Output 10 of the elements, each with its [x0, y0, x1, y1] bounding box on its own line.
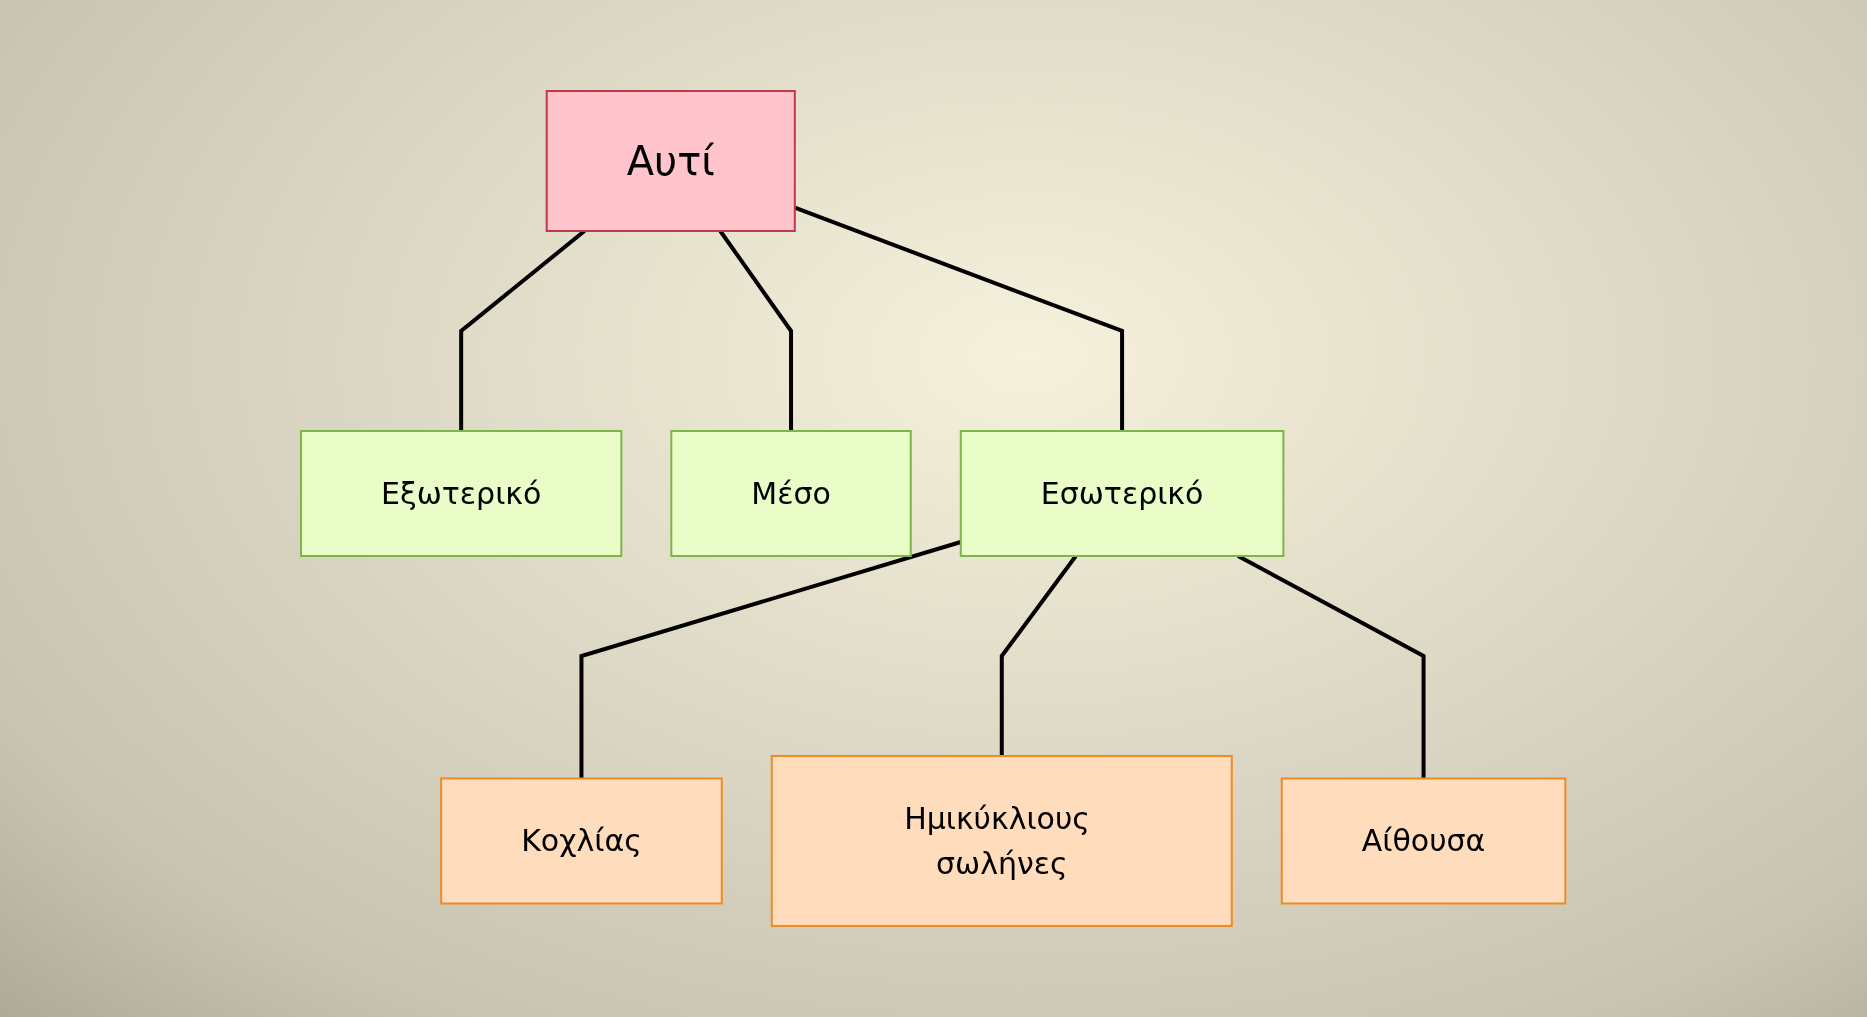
connector [579, 540, 962, 779]
node-box: Κοχλίας [440, 777, 724, 905]
node-box: Αυτί [546, 90, 797, 232]
node-box: Ημικύκλιους σωλήνες [771, 755, 1234, 927]
node-box: Εσωτερικό [960, 430, 1285, 557]
node-box: Εξωτερικό [300, 430, 623, 557]
connector [1237, 554, 1426, 779]
connector [1000, 554, 1078, 756]
node-box: Μέσο [670, 430, 913, 557]
node-box: Αίθουσα [1281, 777, 1567, 905]
